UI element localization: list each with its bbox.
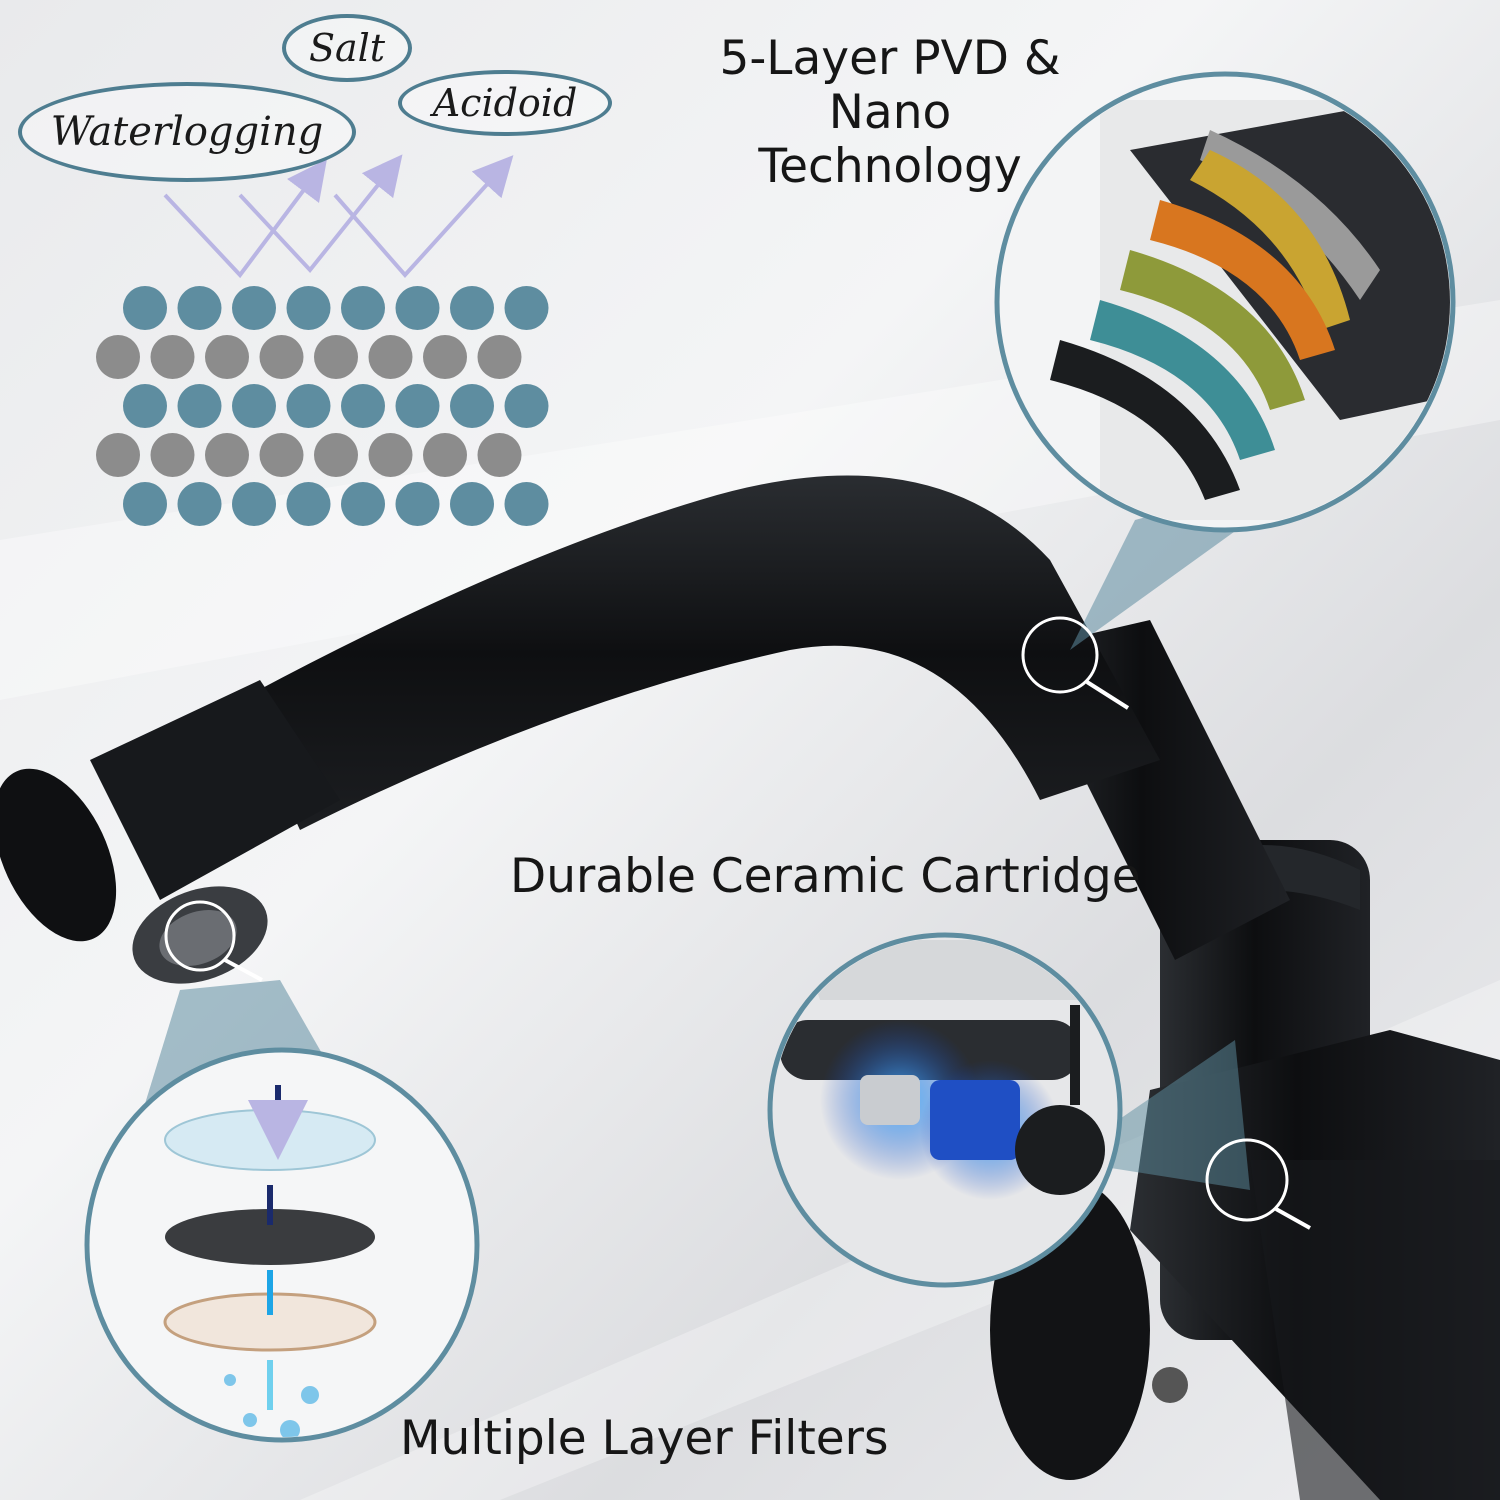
coating-dots bbox=[96, 286, 549, 526]
coating-dot-gray bbox=[205, 335, 249, 379]
corrosion-label-text: Salt bbox=[308, 26, 386, 70]
coating-dot-blue bbox=[504, 286, 549, 330]
coating-dot-blue bbox=[232, 384, 276, 428]
coating-dot-gray bbox=[477, 335, 522, 379]
coating-dot-gray bbox=[368, 335, 413, 379]
coating-dot-blue bbox=[450, 384, 494, 428]
filter-callout bbox=[84, 900, 480, 1443]
corrosion-label-salt: Salt bbox=[282, 14, 412, 82]
pvd-heading-line2: Nano Technology bbox=[758, 85, 1022, 195]
coating-dot-blue bbox=[504, 384, 549, 428]
coating-dot-gray bbox=[150, 433, 195, 477]
coating-dot-blue bbox=[123, 482, 167, 526]
coating-dot-blue bbox=[286, 482, 331, 526]
coating-dot-gray bbox=[96, 433, 140, 477]
coating-dot-gray bbox=[368, 433, 413, 477]
corrosion-label-text: Waterlogging bbox=[50, 109, 324, 155]
coating-dot-gray bbox=[150, 335, 195, 379]
coating-dot-blue bbox=[395, 482, 440, 526]
coating-dot-gray bbox=[314, 335, 358, 379]
coating-dot-blue bbox=[123, 384, 167, 428]
coating-dot-blue bbox=[123, 286, 167, 330]
filters-heading: Multiple Layer Filters bbox=[400, 1411, 889, 1466]
coating-dot-blue bbox=[177, 286, 222, 330]
coating-dot-blue bbox=[341, 384, 385, 428]
magnifier-icon bbox=[1085, 680, 1130, 710]
cartridge-heading: Durable Ceramic Cartridge bbox=[510, 849, 1141, 904]
coating-dot-blue bbox=[395, 286, 440, 330]
corrosion-label-acidoid: Acidoid bbox=[398, 70, 612, 136]
coating-dot-blue bbox=[450, 286, 494, 330]
coating-dot-gray bbox=[477, 433, 522, 477]
coating-dot-gray bbox=[314, 433, 358, 477]
coating-dot-gray bbox=[423, 433, 467, 477]
reflection-arrows bbox=[163, 154, 514, 279]
coating-dot-blue bbox=[232, 286, 276, 330]
corrosion-label-text: Acidoid bbox=[432, 81, 578, 125]
coating-dot-blue bbox=[395, 384, 440, 428]
coating-dot-blue bbox=[286, 384, 331, 428]
coating-dot-gray bbox=[96, 335, 140, 379]
coating-dot-blue bbox=[341, 286, 385, 330]
magnifier-icon bbox=[224, 958, 263, 982]
coating-dot-gray bbox=[205, 433, 249, 477]
magnifier-icon bbox=[1275, 1207, 1311, 1230]
coating-dot-blue bbox=[504, 482, 549, 526]
corrosion-label-waterlogging: Waterlogging bbox=[18, 82, 356, 182]
pvd-heading: 5-Layer PVD & Nano Technology bbox=[690, 31, 1090, 195]
coating-dot-gray bbox=[259, 335, 304, 379]
coating-dot-blue bbox=[177, 482, 222, 526]
coating-dot-blue bbox=[177, 384, 222, 428]
pvd-heading-line1: 5-Layer PVD & bbox=[719, 31, 1061, 86]
coating-dot-blue bbox=[450, 482, 494, 526]
coating-dot-blue bbox=[286, 286, 331, 330]
coating-dot-blue bbox=[232, 482, 276, 526]
coating-dot-gray bbox=[259, 433, 304, 477]
pvd-callout bbox=[994, 71, 1456, 710]
coating-dot-gray bbox=[423, 335, 467, 379]
cartridge-callout bbox=[767, 932, 1311, 1288]
coating-dot-blue bbox=[341, 482, 385, 526]
